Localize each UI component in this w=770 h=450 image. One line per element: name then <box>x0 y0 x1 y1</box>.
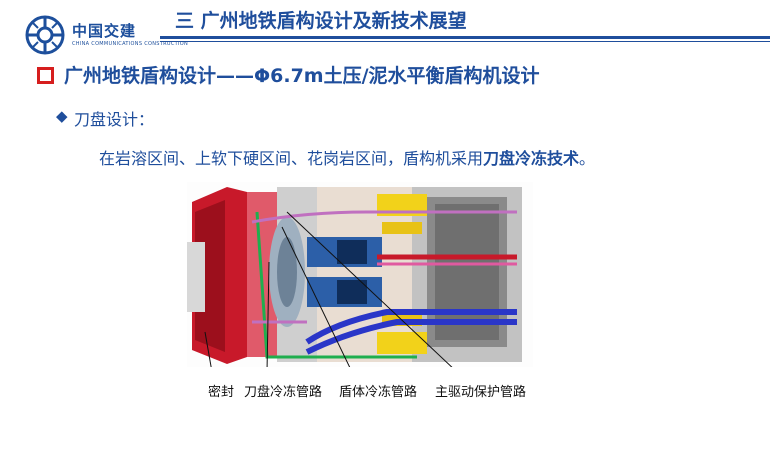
bullet-heading: 刀盘设计： <box>74 110 155 129</box>
logo-name-en: CHINA COMMUNICATIONS CONSTRUCTION <box>72 41 189 47</box>
page-header-title: 三 广州地铁盾构设计及新技术展望 <box>175 10 467 32</box>
diagram-label-seal: 密封 <box>208 385 235 400</box>
diamond-bullet-icon: ◆ <box>56 107 68 125</box>
diagram-label-shield-freeze: 盾体冷冻管路 <box>339 385 418 400</box>
tbm-cutterhead-diagram <box>187 182 533 367</box>
header-rule-thin <box>160 41 770 42</box>
section-square-icon <box>37 67 54 84</box>
diagram-label-main-drive: 主驱动保护管路 <box>435 385 527 400</box>
body-text-emphasis: 刀盘冷冻技术 <box>483 149 580 168</box>
diagram-label-cutterhead-freeze: 刀盘冷冻管路 <box>244 385 323 400</box>
body-text: 在岩溶区间、上软下硬区间、花岗岩区间，盾构机采用刀盘冷冻技术。 <box>99 145 595 169</box>
body-text-suffix: 。 <box>579 149 596 168</box>
logo-icon <box>25 15 65 55</box>
section-title: 广州地铁盾构设计——Φ6.7m土压/泥水平衡盾构机设计 <box>64 65 540 87</box>
body-text-prefix: 在岩溶区间、上软下硬区间、花岗岩区间，盾构机采用 <box>99 149 484 168</box>
logo-name-cn: 中国交建 <box>72 22 137 40</box>
header-rule <box>160 36 770 39</box>
